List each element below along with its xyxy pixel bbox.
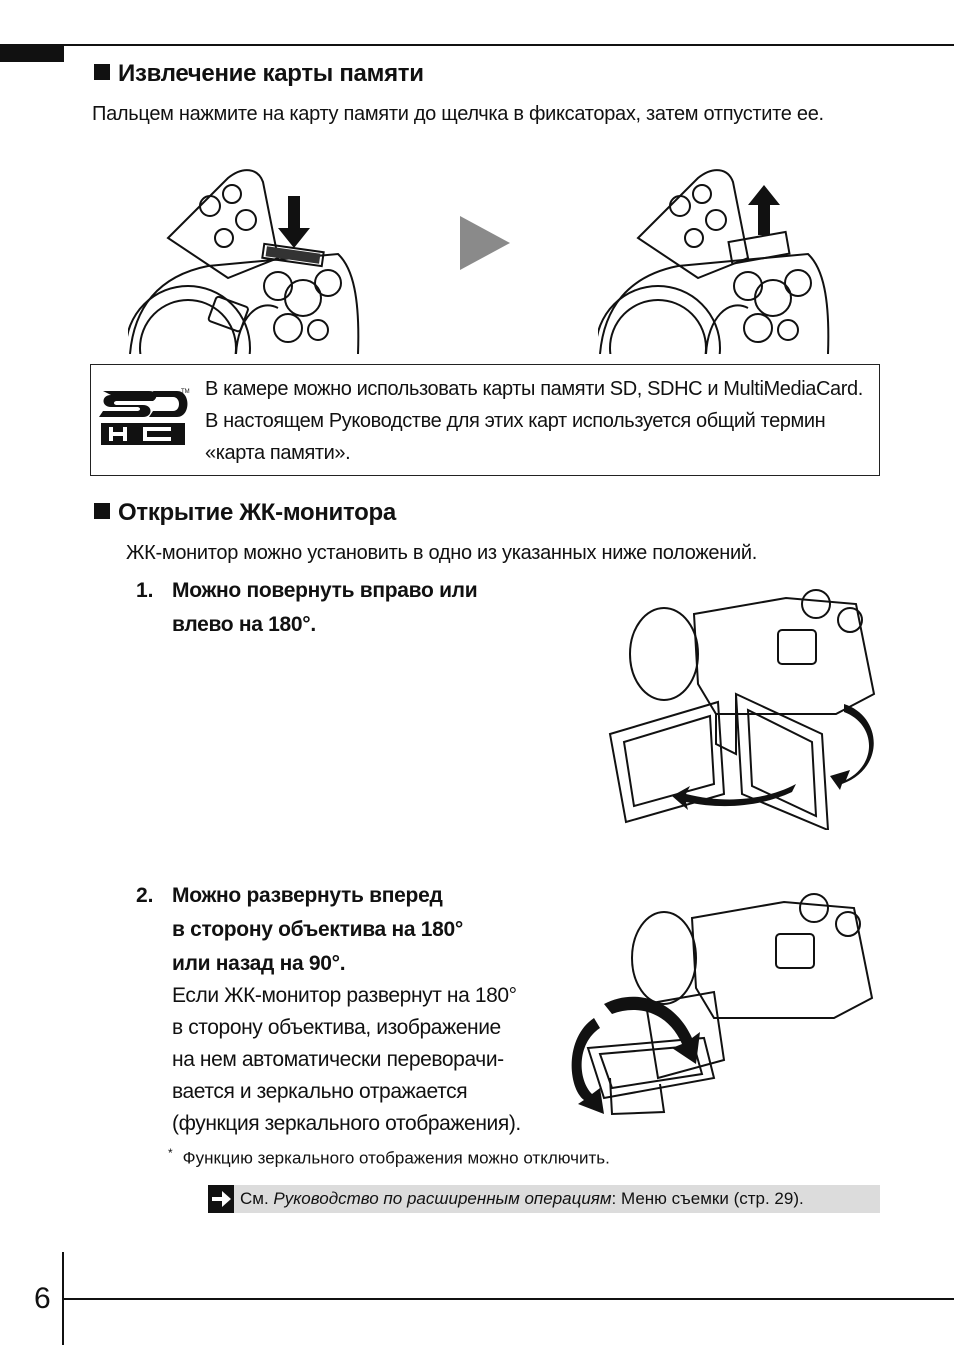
step-number: 1.: [136, 579, 154, 602]
reference-arrow-icon: [208, 1185, 234, 1213]
reference-prefix: См.: [240, 1189, 274, 1208]
camera-card-insert-illustration: [128, 169, 360, 354]
remove-card-instruction: Пальцем нажмите на карту памяти до щелчк…: [92, 103, 824, 125]
camera-card-eject-illustration: [598, 169, 830, 354]
section-title-open-lcd: Открытие ЖК-монитора: [94, 499, 396, 527]
lcd-flip-forward-illustration: [571, 893, 874, 1116]
header-rule: [64, 44, 954, 46]
sdhc-logo-icon: TM: [99, 389, 190, 445]
step-title-line: влево на 180°.: [172, 613, 316, 636]
section-title-remove-card: Извлечение карты памяти: [94, 60, 424, 88]
reference-text: См. Руководство по расширенным операциям…: [240, 1189, 804, 1209]
lcd-rotate-180-illustration: [608, 589, 876, 830]
sd-card-note-text: В камере можно использовать карты памяти…: [205, 373, 875, 469]
description-line: на нем автоматически переворачи-: [172, 1048, 504, 1071]
footer-vertical-rule: [62, 1252, 64, 1345]
step-1-title: Можно повернуть вправо или влево на 180°…: [172, 574, 478, 642]
next-step-arrow-icon: [460, 216, 510, 270]
mirror-footnote: * Функцию зеркального отображения можно о…: [168, 1146, 610, 1169]
step-title-line: в сторону объектива на 180°: [172, 918, 464, 941]
sd-note-line: «карта памяти».: [205, 442, 351, 464]
lcd-intro: ЖК-монитор можно установить в одно из ук…: [126, 542, 757, 564]
description-line: вается и зеркально отражается: [172, 1080, 468, 1103]
step-number: 2.: [136, 884, 154, 907]
section-title-text: Открытие ЖК-монитора: [118, 499, 396, 526]
description-line: Если ЖК-монитор развернут на 180°: [172, 984, 517, 1007]
step-2-description: Если ЖК-монитор развернут на 180° в стор…: [172, 980, 521, 1140]
footnote-mark: *: [168, 1146, 173, 1160]
sd-note-line: В камере можно использовать карты памяти…: [205, 378, 863, 400]
section-title-text: Извлечение карты памяти: [118, 60, 424, 87]
bullet-square-icon: [94, 503, 110, 519]
bullet-square-icon: [94, 64, 110, 80]
sd-note-line: В настоящем Руководстве для этих карт ис…: [205, 410, 826, 432]
step-title-line: или назад на 90°.: [172, 952, 346, 975]
footnote-text: Функцию зеркального отображения можно от…: [182, 1148, 610, 1168]
header-tab-mark: [0, 44, 64, 62]
svg-text:TM: TM: [181, 389, 190, 395]
sd-card-note-box: TM В камере можно использовать карты пам…: [90, 364, 880, 476]
manual-reference: См. Руководство по расширенным операциям…: [208, 1185, 880, 1213]
page-number: 6: [34, 1282, 51, 1315]
step-2-title: Можно развернуть вперед в сторону объект…: [172, 879, 463, 981]
description-line: (функция зеркального отображения).: [172, 1112, 521, 1135]
reference-manual-title: Руководство по расширенным операциям: [273, 1189, 612, 1208]
footer-rule: [64, 1298, 954, 1300]
description-line: в сторону объектива, изображение: [172, 1016, 501, 1039]
reference-suffix: : Меню съемки (стр. 29).: [611, 1189, 804, 1208]
step-title-line: Можно развернуть вперед: [172, 884, 443, 907]
step-title-line: Можно повернуть вправо или: [172, 579, 478, 602]
